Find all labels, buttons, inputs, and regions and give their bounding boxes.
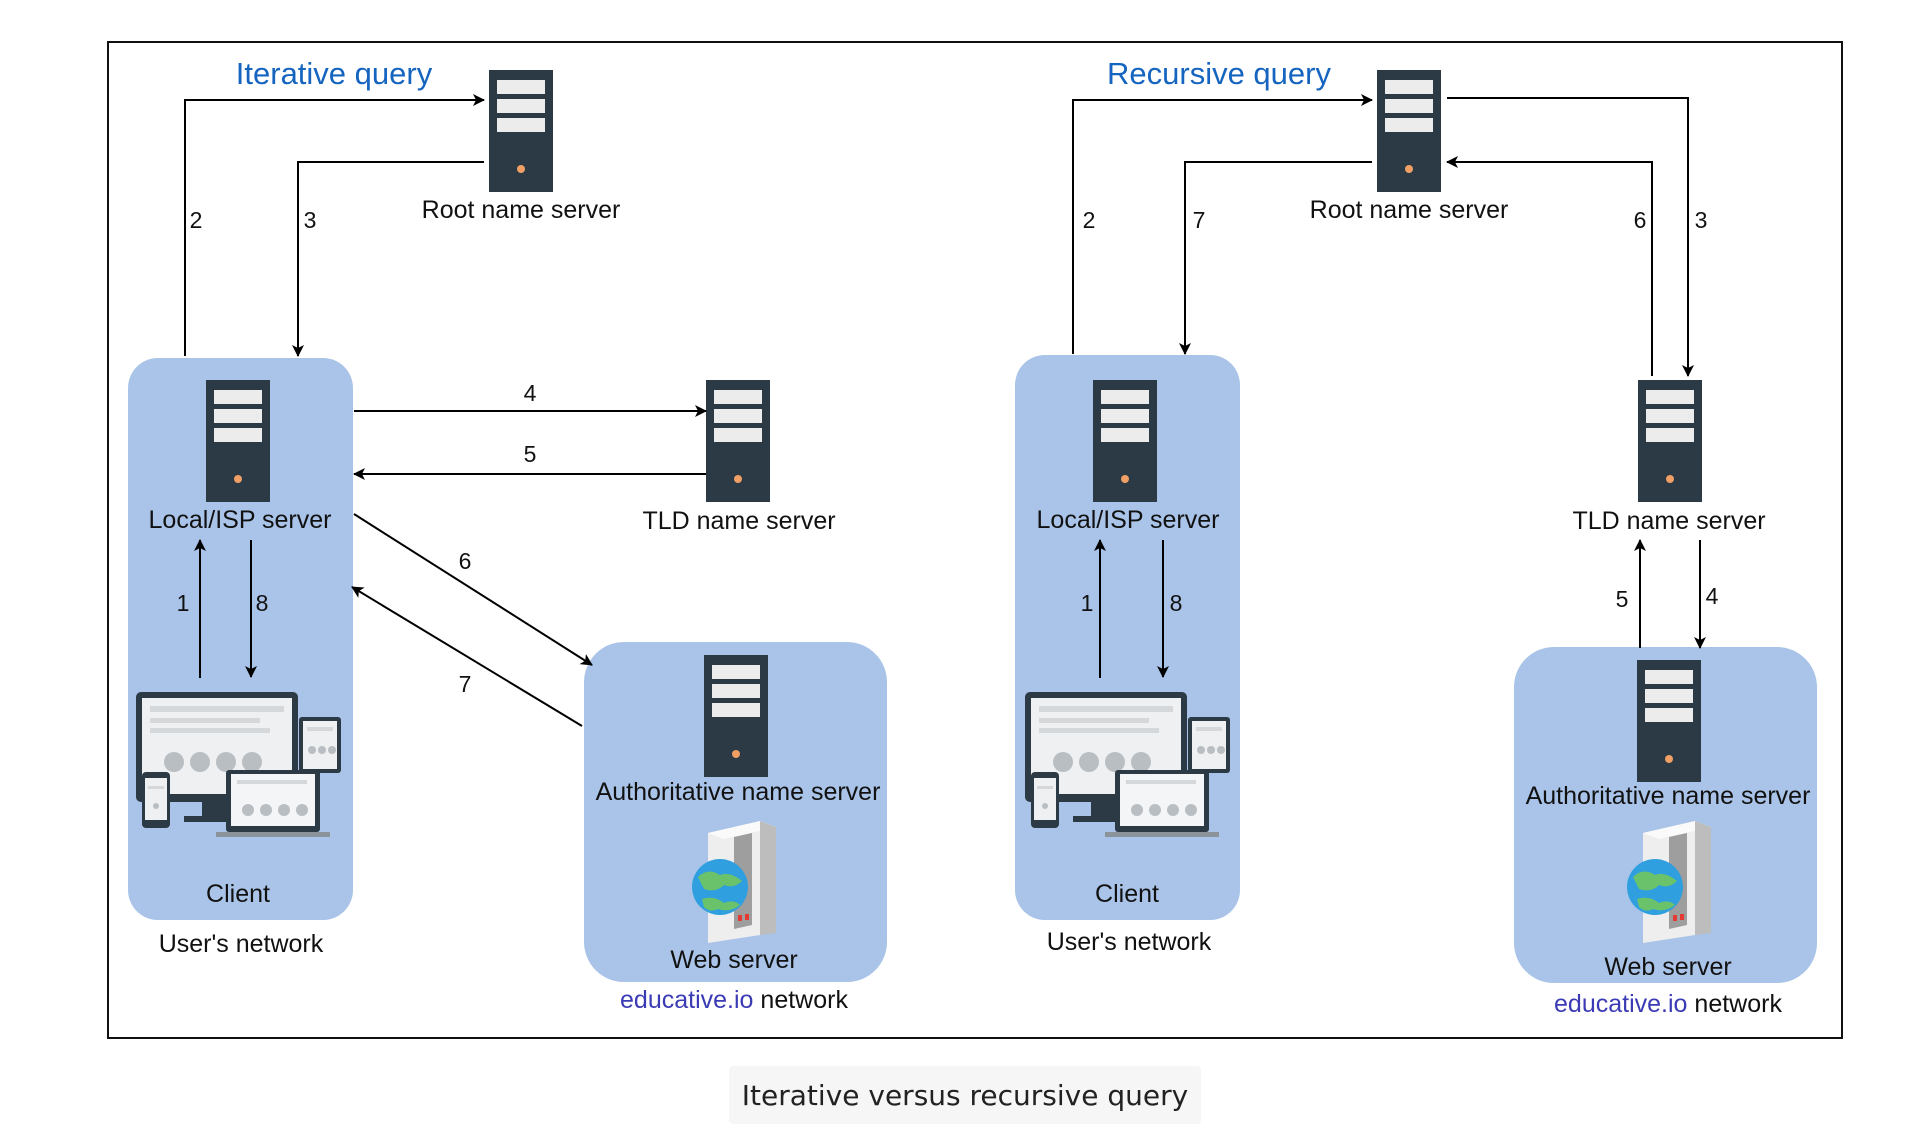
recursive-edge-3 bbox=[1447, 97, 1694, 377]
local-server-icon bbox=[206, 380, 270, 502]
iterative-edge-3 bbox=[292, 161, 484, 357]
educative-network-region-iterative bbox=[584, 642, 887, 982]
iterative-step-5: 5 bbox=[524, 441, 537, 467]
educative-network-region-recursive bbox=[1514, 647, 1817, 983]
tld-server-label: TLD name server bbox=[642, 507, 835, 535]
figure-caption: Iterative versus recursive query bbox=[729, 1066, 1201, 1124]
recursive-step-1: 1 bbox=[1081, 590, 1094, 616]
authoritative-server-label: Authoritative name server bbox=[596, 778, 881, 806]
recursive-edge-6 bbox=[1446, 156, 1653, 376]
recursive-title: Recursive query bbox=[1107, 56, 1331, 91]
iterative-edge-6 bbox=[353, 513, 593, 666]
iterative-title: Iterative query bbox=[236, 56, 433, 91]
recursive-step-6: 6 bbox=[1634, 207, 1647, 233]
recursive-edge-2 bbox=[1072, 94, 1373, 354]
iterative-step-2: 2 bbox=[190, 207, 203, 233]
recursive-step-8: 8 bbox=[1170, 590, 1183, 616]
tld-server-label: TLD name server bbox=[1572, 507, 1765, 535]
tld-server-icon bbox=[1638, 380, 1702, 502]
web-server-label: Web server bbox=[1604, 953, 1731, 981]
root-server-icon bbox=[489, 70, 553, 192]
recursive-step-2: 2 bbox=[1083, 207, 1096, 233]
root-server-icon bbox=[1377, 70, 1441, 192]
iterative-step-8: 8 bbox=[256, 590, 269, 616]
local-server-icon bbox=[1093, 380, 1157, 502]
iterative-edge-7 bbox=[351, 586, 583, 727]
root-server-label: Root name server bbox=[422, 196, 621, 224]
tld-server-icon bbox=[706, 380, 770, 502]
educative-network-label: educative.io network bbox=[1554, 990, 1782, 1018]
web-server-label: Web server bbox=[670, 946, 797, 974]
iterative-step-6: 6 bbox=[459, 548, 472, 574]
root-server-label: Root name server bbox=[1310, 196, 1509, 224]
iterative-step-3: 3 bbox=[304, 207, 317, 233]
authoritative-server-icon bbox=[704, 655, 768, 777]
client-label: Client bbox=[1095, 880, 1159, 908]
authoritative-server-icon bbox=[1637, 660, 1701, 782]
users-network-label: User's network bbox=[1047, 928, 1212, 956]
local-server-label: Local/ISP server bbox=[1037, 506, 1220, 534]
educative-network-label: educative.io network bbox=[620, 986, 848, 1014]
iterative-step-1: 1 bbox=[177, 590, 190, 616]
recursive-step-7: 7 bbox=[1193, 207, 1206, 233]
iterative-edge-2 bbox=[184, 94, 485, 356]
client-label: Client bbox=[206, 880, 270, 908]
iterative-step-4: 4 bbox=[524, 380, 537, 406]
users-network-label: User's network bbox=[159, 930, 324, 958]
local-server-label: Local/ISP server bbox=[149, 506, 332, 534]
recursive-edge-7 bbox=[1179, 161, 1372, 355]
recursive-step-4: 4 bbox=[1706, 583, 1719, 609]
iterative-step-7: 7 bbox=[459, 671, 472, 697]
recursive-step-5: 5 bbox=[1616, 586, 1629, 612]
recursive-step-3: 3 bbox=[1695, 207, 1708, 233]
diagram-frame bbox=[107, 41, 1843, 1039]
authoritative-server-label: Authoritative name server bbox=[1526, 782, 1811, 810]
